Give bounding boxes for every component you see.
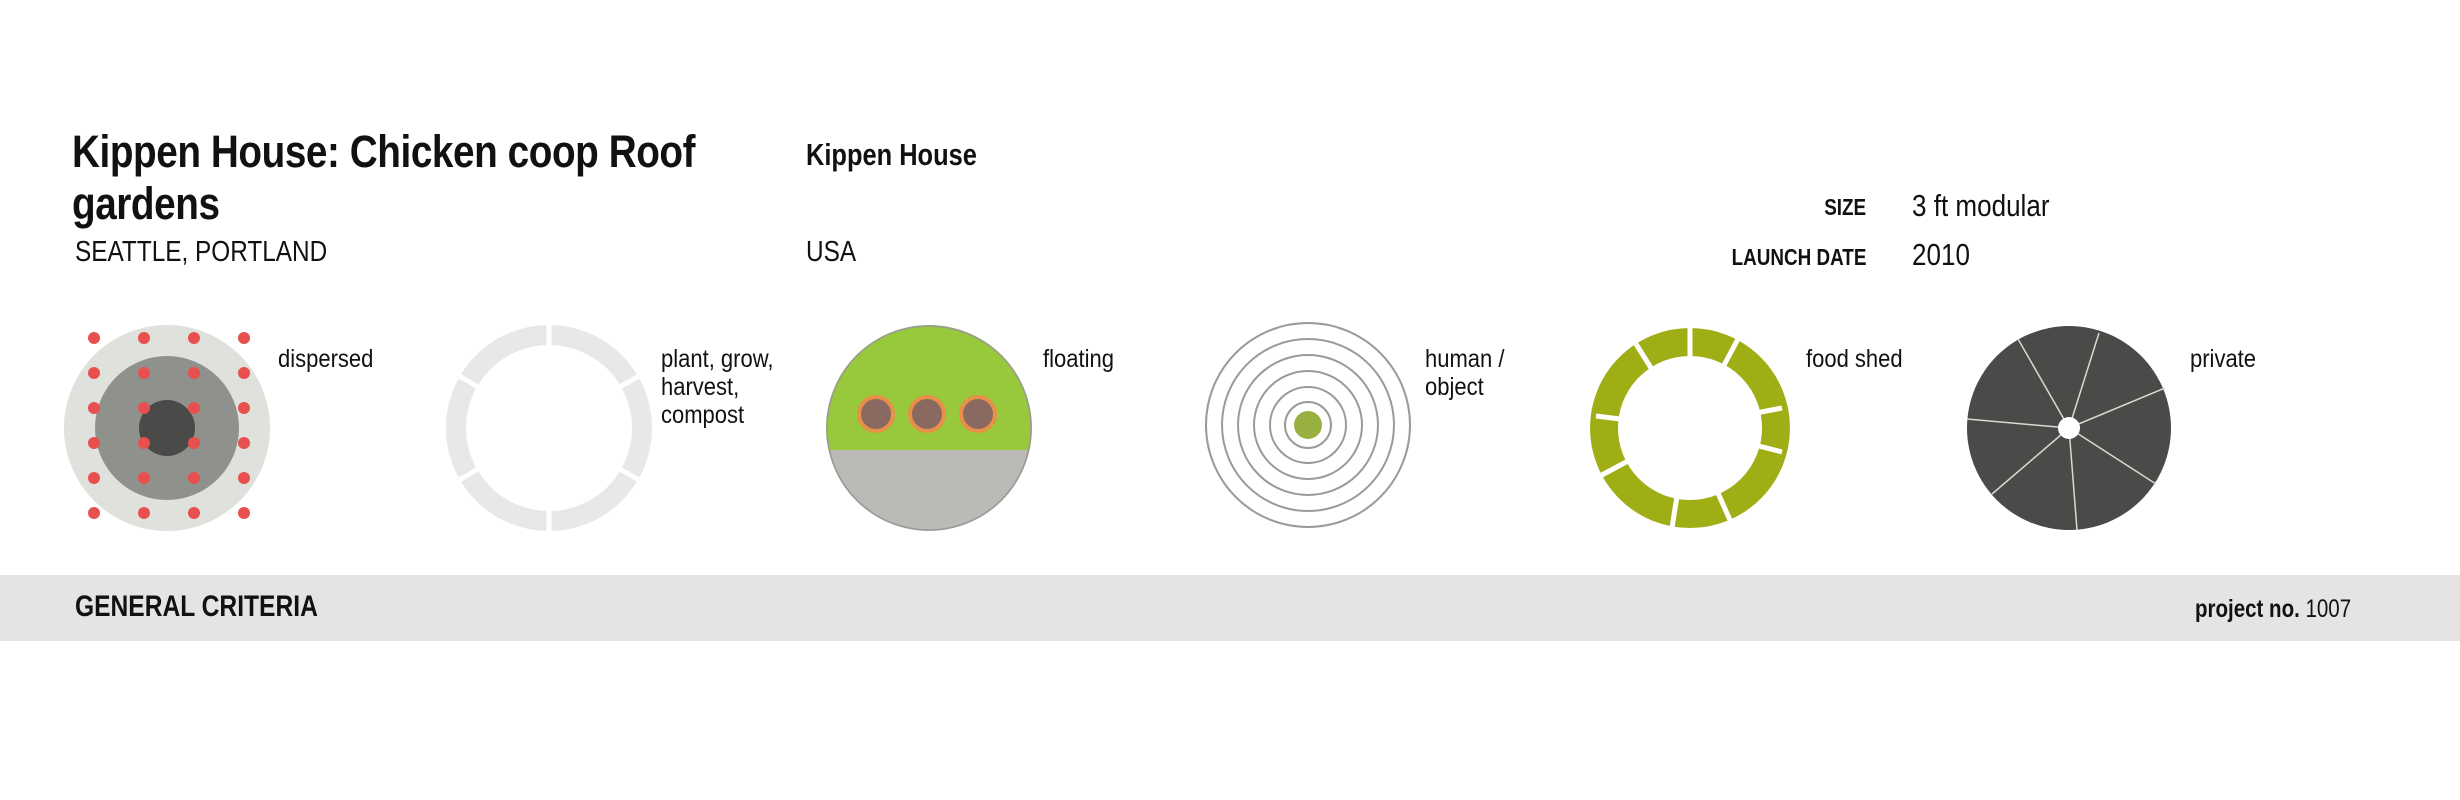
project-number-value: 1007 — [2305, 595, 2352, 623]
title-line-1: Kippen House: Chicken coop Roof — [72, 126, 696, 177]
size-label: SIZE — [1824, 194, 1866, 220]
size-value: 3 ft modular — [1912, 188, 2050, 223]
concentric-rings-icon — [1205, 322, 1411, 528]
criterion-label-human-object: human / object — [1425, 345, 1505, 401]
project-number: project no. 1007 — [2195, 595, 2385, 624]
aperture-icon — [1966, 326, 2171, 531]
criterion-label-dispersed: dispersed — [278, 345, 374, 373]
dispersed-icon — [64, 325, 270, 531]
cycle-ring-icon — [446, 324, 652, 532]
project-title: Kippen House: Chicken coop Roof gardens — [72, 126, 797, 230]
criterion-label-private: private — [2190, 345, 2257, 373]
criterion-label-plant-grow: plant, grow, harvest, compost — [661, 345, 774, 429]
section-title: GENERAL CRITERIA — [75, 590, 318, 623]
criterion-label-floating: floating — [1043, 345, 1114, 373]
location-text: SEATTLE, PORTLAND — [75, 236, 328, 268]
launch-date-label: LAUNCH DATE — [1731, 244, 1866, 270]
footer-bar — [0, 575, 2460, 641]
launch-date-value: 2010 — [1912, 237, 1970, 272]
floating-icon — [826, 325, 1032, 531]
country-text: USA — [806, 236, 857, 268]
criterion-label-food-shed: food shed — [1806, 345, 1903, 373]
client-name: Kippen House — [806, 137, 977, 172]
project-number-label: project no. — [2195, 595, 2300, 623]
title-line-2: gardens — [72, 178, 220, 229]
segmented-ring-icon — [1590, 326, 1790, 529]
